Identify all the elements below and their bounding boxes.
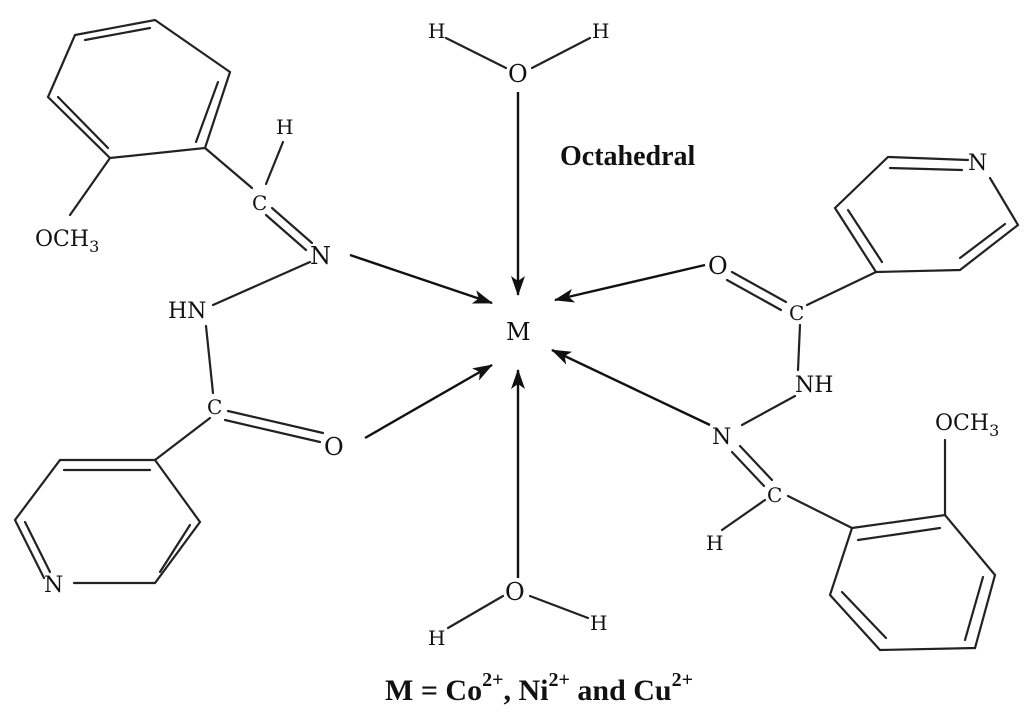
geometry-label: Octahedral (560, 141, 696, 172)
carbonyl-o-right: O (708, 252, 728, 280)
bottom-water: O H H (428, 578, 607, 650)
water-h-top-left: H (428, 19, 445, 43)
carbonyl-c-left: C (207, 395, 222, 419)
n-c-double-2-right (730, 450, 766, 488)
top-right-pyridine-ring (833, 155, 1020, 274)
imine-ch-bond-right (720, 498, 767, 532)
pyridine-n-bl: N (44, 573, 63, 598)
imine-n-right: N (712, 425, 731, 450)
imine-ch-bond-tl (264, 140, 285, 186)
imine-c-right: C (767, 483, 782, 507)
metal-caption: M = Co2+, Ni2+ and Cu2+ (385, 669, 693, 707)
water-o-bottom: O (505, 578, 525, 606)
carbonyl-c-right: C (789, 301, 804, 325)
imine-c-tl: C (252, 191, 267, 215)
c-o-double-1-left (226, 409, 325, 435)
water-h-bottom-left: H (428, 626, 445, 650)
water-bot-oh-bond-1 (446, 594, 505, 630)
imine-to-ring-right (786, 494, 854, 530)
c-o-double-2-left (223, 418, 322, 444)
c-o-double-1-right (730, 270, 788, 304)
arrow-left-carbonyl-o (364, 363, 493, 440)
hn-label-left: HN (168, 299, 206, 324)
arrow-left-imine-n (349, 253, 493, 305)
methoxy-bond-tl (68, 156, 112, 217)
carbonyl-o-left: O (324, 433, 344, 461)
water-bot-oh-bond-2 (528, 594, 590, 620)
c-pyridine-bond-left (153, 416, 212, 462)
c-o-double-2-right (725, 278, 783, 312)
top-left-benzene-ring (46, 18, 232, 160)
top-water: H H O (428, 19, 609, 88)
water-h-top-right: H (592, 19, 609, 43)
bottom-right-benzene-ring (828, 513, 997, 652)
coordination-arrows (349, 92, 711, 578)
c-nh-bond-right (796, 323, 802, 372)
c-n-double-1-tl (270, 206, 314, 245)
nh-n-bond-right (740, 394, 797, 427)
water-h-bottom-right: H (590, 611, 607, 635)
nh-c-bond-left (204, 324, 215, 395)
metal-center: M (506, 318, 531, 346)
bottom-left-pyridine-ring (13, 458, 202, 585)
n-nh-bond-left (211, 260, 312, 307)
arrow-right-imine-n (551, 348, 711, 427)
water-top-oh-bond-2 (530, 36, 592, 70)
pyridine-to-carbonyl-right (805, 270, 878, 307)
imine-n-tl: N (310, 242, 331, 270)
pyridine-n-tr: N (968, 151, 987, 176)
nh-label-right: NH (795, 373, 833, 398)
water-o-top: O (508, 60, 528, 88)
n-c-double-1-right (738, 444, 774, 482)
methoxy-label-tl: OCH3 (35, 227, 99, 256)
imine-h-right: H (706, 531, 723, 555)
imine-h-tl: H (276, 115, 293, 139)
arrow-right-carbonyl-o (554, 263, 706, 303)
methoxy-label-br: OCH3 (935, 411, 999, 440)
c-n-double-2-tl (264, 213, 308, 252)
water-top-oh-bond-1 (444, 36, 508, 70)
ring-to-imine-c-tl (203, 146, 254, 190)
